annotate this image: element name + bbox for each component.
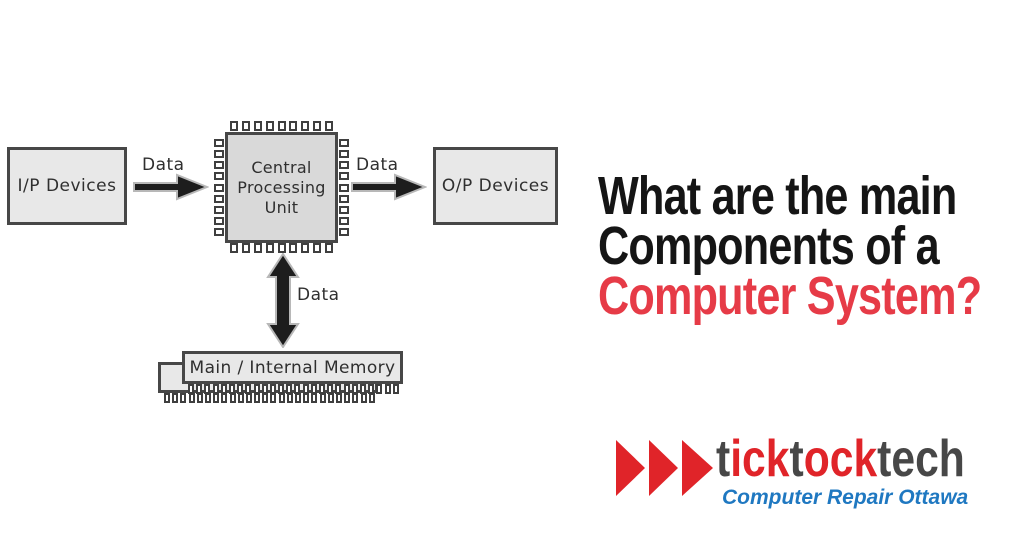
headline-line-2: Components of a bbox=[598, 216, 940, 276]
input-devices-box: I/P Devices bbox=[7, 147, 127, 225]
cpu-pins-top bbox=[230, 121, 333, 131]
cpu-pins-left bbox=[214, 139, 224, 236]
arrow-right-icon bbox=[351, 173, 427, 201]
cpu-label-line1: Central bbox=[251, 157, 312, 177]
output-devices-label: O/P Devices bbox=[441, 176, 550, 196]
cpu-pins-right bbox=[339, 139, 349, 236]
headline: What are the main Components of a Comput… bbox=[598, 166, 1024, 326]
logo-seg-t2: t bbox=[789, 430, 804, 488]
arrow-vertical-double-icon bbox=[266, 253, 300, 348]
data-label-input-to-cpu: Data bbox=[142, 155, 185, 175]
logo-arrows-icon bbox=[616, 440, 713, 496]
logo-wordmark: ticktocktech bbox=[716, 433, 965, 485]
data-label-cpu-to-output: Data bbox=[356, 155, 399, 175]
cpu-label-line3: Unit bbox=[264, 197, 299, 217]
arrow-right-icon bbox=[133, 173, 209, 201]
logo-seg-ick: ick bbox=[730, 430, 790, 488]
output-devices-box: O/P Devices bbox=[433, 147, 558, 225]
memory-pins-front bbox=[188, 384, 399, 394]
memory-label: Main / Internal Memory bbox=[189, 357, 396, 378]
memory-box: Main / Internal Memory bbox=[182, 351, 403, 384]
input-devices-label: I/P Devices bbox=[17, 176, 117, 196]
data-label-cpu-to-memory: Data bbox=[297, 285, 340, 305]
logo-seg-tech: tech bbox=[877, 430, 965, 488]
cpu-box: Central Processing Unit bbox=[225, 132, 338, 243]
cpu-pins-bottom bbox=[230, 243, 333, 253]
cpu-label-line2: Processing bbox=[237, 177, 326, 197]
logo-seg-ock: ock bbox=[803, 430, 878, 488]
headline-line-3: Computer System? bbox=[598, 266, 982, 326]
logo-seg-t1: t bbox=[716, 430, 731, 488]
logo-tagline: Computer Repair Ottawa bbox=[722, 486, 969, 509]
memory-pins-back bbox=[164, 393, 375, 403]
headline-line-1: What are the main bbox=[598, 166, 957, 226]
